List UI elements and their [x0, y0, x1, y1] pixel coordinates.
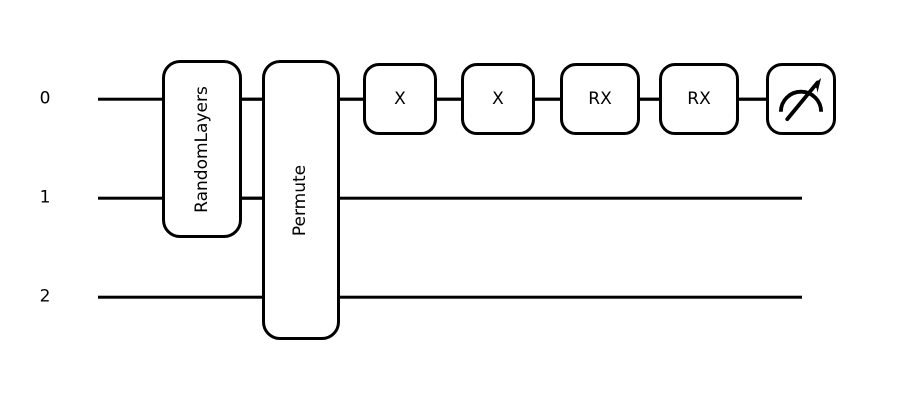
gate-label-x-2: X	[492, 88, 504, 109]
gate-permute[interactable]: Permute	[262, 60, 340, 340]
wire-label-2: 2	[39, 286, 51, 307]
gate-label-permute: Permute	[290, 164, 311, 236]
gate-rx-1[interactable]: RX	[560, 63, 640, 135]
measure-meter-icon	[778, 77, 824, 122]
gate-measure[interactable]	[766, 63, 836, 135]
connector-randomlayers-to-permute-w0	[242, 97, 262, 101]
gate-label-rx-2: RX	[687, 88, 711, 109]
gate-x-2[interactable]: X	[461, 63, 535, 135]
connector-x1-to-x2	[437, 97, 461, 101]
connector-randomlayers-to-permute-w1	[242, 196, 262, 200]
gate-label-x-1: X	[394, 88, 406, 109]
wire-label-0: 0	[39, 88, 51, 109]
connector-permute-to-x1	[340, 97, 363, 101]
gate-x-1[interactable]: X	[363, 63, 437, 135]
connector-rx2-to-measure	[739, 97, 766, 101]
wire-line-2	[98, 295, 802, 299]
gate-rx-2[interactable]: RX	[659, 63, 739, 135]
gate-randomlayers[interactable]: RandomLayers	[162, 60, 242, 238]
connector-x2-to-rx1	[535, 97, 560, 101]
connector-rx1-to-rx2	[640, 97, 659, 101]
gate-label-rx-1: RX	[588, 88, 612, 109]
wire-label-1: 1	[39, 187, 51, 208]
gate-label-randomlayers: RandomLayers	[191, 85, 212, 213]
wire-line-1	[98, 196, 802, 200]
